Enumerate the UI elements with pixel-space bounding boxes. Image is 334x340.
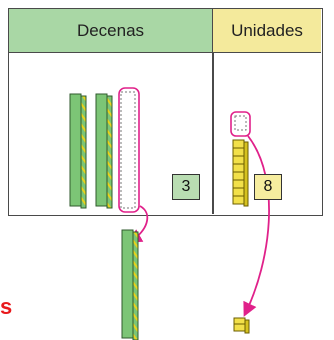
- units-count-box: 8: [254, 174, 282, 200]
- ten-rod-1: [69, 93, 87, 209]
- column-divider: [212, 52, 214, 214]
- cut-off-label: s: [0, 294, 13, 319]
- moved-ten-rod: [121, 229, 139, 340]
- units-header: Unidades: [213, 9, 321, 53]
- empty-unit-cube: [230, 111, 251, 137]
- tens-count-box: 3: [172, 174, 200, 200]
- unit-cubes-column: [232, 139, 249, 207]
- tens-header: Decenas: [9, 9, 213, 53]
- units-arrow: [243, 135, 270, 317]
- ten-rod-2: [95, 93, 113, 209]
- moved-unit-cube: [233, 317, 250, 334]
- place-value-table: Decenas Unidades: [8, 8, 323, 216]
- empty-ten-rod: [118, 87, 140, 213]
